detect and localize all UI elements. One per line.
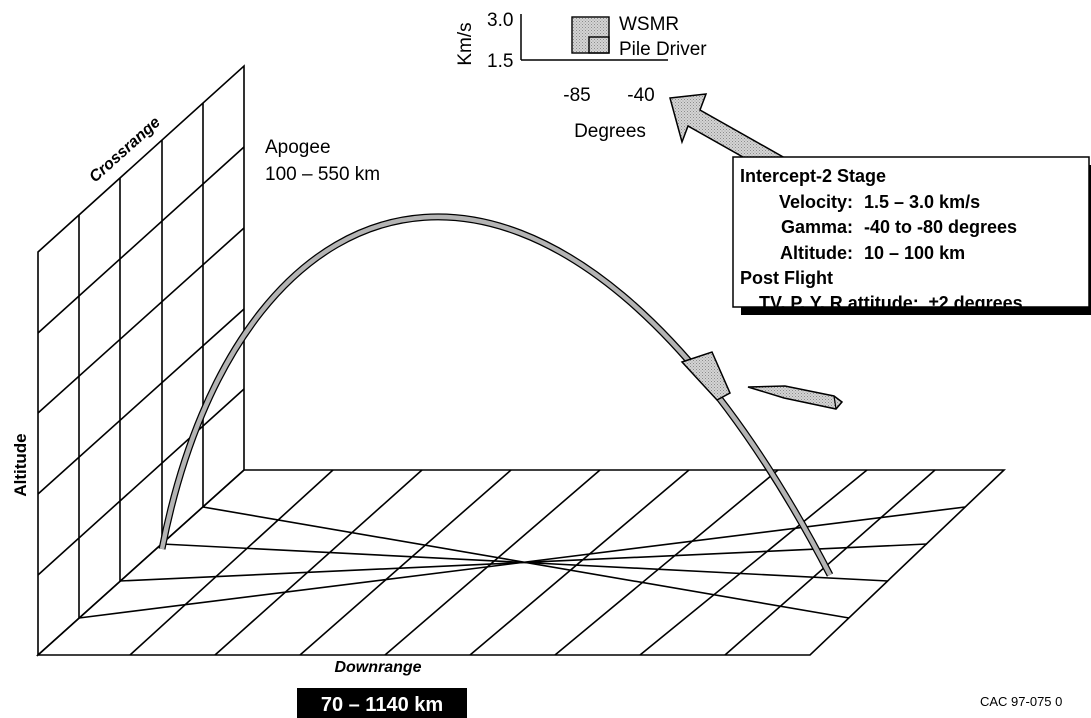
inset-chart: Km/s 3.0 1.5 WSMR Pile Driver -85 -40 De…	[455, 10, 707, 142]
info-box: Intercept-2 Stage Velocity: 1.5 – 3.0 km…	[732, 156, 1091, 315]
inset-y-tick: 3.0	[487, 10, 513, 31]
post-flight-title: Post Flight	[740, 268, 833, 288]
altitude-label: Altitude	[11, 433, 30, 496]
info-box-panel	[732, 156, 1090, 308]
apogee-range: 100 – 550 km	[265, 164, 380, 185]
downrange-distance-box: 70 – 1140 km	[297, 688, 467, 718]
trajectory-arc	[158, 213, 834, 577]
back-wall-grid	[37, 64, 245, 657]
inset-y-tick: 1.5	[487, 51, 513, 72]
inset-x-axis-label: Degrees	[574, 121, 646, 142]
downrange-distance: 70 – 1140 km	[321, 694, 443, 716]
wsmr-region	[571, 16, 610, 54]
projectile-icon	[747, 385, 844, 410]
velocity-label: Velocity:	[779, 192, 853, 212]
legend-pile-driver: Pile Driver	[619, 39, 707, 60]
apogee-label: Apogee 100 – 550 km	[265, 137, 380, 185]
legend-wsmr: WSMR	[619, 14, 679, 35]
floor-grid	[35, 469, 1006, 656]
document-id: CAC 97-075 0	[980, 694, 1062, 709]
altitude-row-value: 10 – 100 km	[864, 243, 965, 263]
velocity-value: 1.5 – 3.0 km/s	[864, 192, 980, 212]
gamma-value: -40 to -80 degrees	[864, 217, 1017, 237]
attitude-row: TV, P, Y, R attitude: ±2 degrees	[759, 293, 1023, 313]
gamma-label: Gamma:	[781, 217, 853, 237]
inset-x-tick: -40	[627, 85, 654, 106]
inset-y-axis-label: Km/s	[455, 22, 476, 65]
downrange-label: Downrange	[334, 659, 421, 676]
pile-driver-region	[588, 36, 610, 54]
inset-x-tick: -85	[563, 85, 590, 106]
stage-title: Intercept-2 Stage	[740, 166, 886, 186]
intercept-stage-icon	[680, 351, 731, 401]
altitude-row-label: Altitude:	[780, 243, 853, 263]
apogee-title: Apogee	[265, 137, 331, 158]
